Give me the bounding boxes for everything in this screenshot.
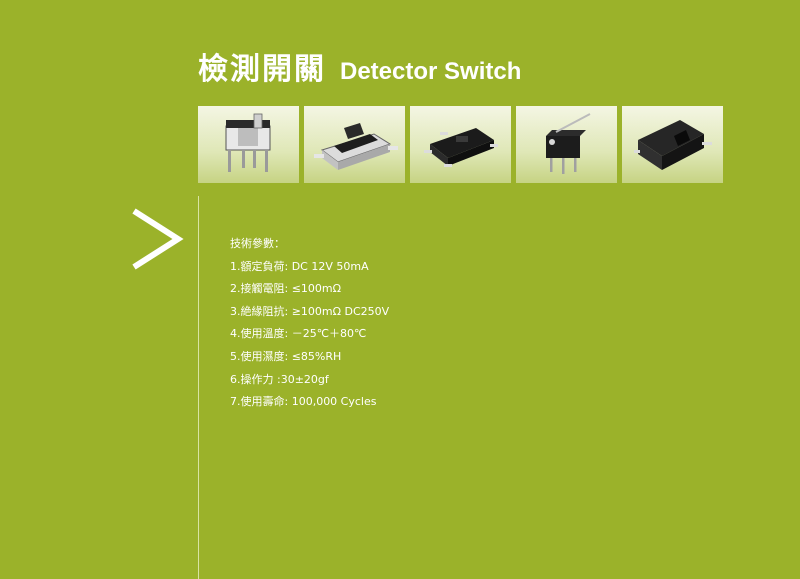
product-image-1 xyxy=(198,106,299,183)
spec-item-contact-resistance: 2.接觸電阻: ≤100mΩ xyxy=(230,282,342,296)
spec-item-operating-temperature: 4.使用溫度: －25℃＋80℃ xyxy=(230,327,367,341)
title-chinese: 檢測開關 xyxy=(198,52,326,87)
page-title: 檢測開關 Detector Switch xyxy=(198,44,521,88)
tactile-detector-switch-icon xyxy=(225,113,271,172)
title-english: Detector Switch xyxy=(340,58,522,85)
product-image-4 xyxy=(516,106,617,183)
spec-item-operating-force: 6.操作力 :30±20gf xyxy=(230,372,329,386)
spec-item-operating-humidity: 5.使用濕度: ≤85%RH xyxy=(230,349,342,363)
product-image-3 xyxy=(410,106,511,183)
spec-heading: 技術參數： xyxy=(230,237,285,250)
smd-slide-detector-switch-icon xyxy=(314,123,398,170)
spec-item-rated-load: 1.額定負荷: DC 12V 50mA xyxy=(230,259,369,273)
spec-list: 技術參數： 1.額定負荷: DC 12V 50mA 2.接觸電阻: ≤100mΩ… xyxy=(230,233,389,414)
spec-item-insulation-resistance: 3.絶緣阻抗: ≥100mΩ DC250V xyxy=(230,304,390,318)
vertical-divider xyxy=(198,196,199,579)
chevron-right-icon xyxy=(132,208,184,270)
black-smd-detector-switch-icon xyxy=(424,128,498,167)
product-image-2 xyxy=(304,106,405,183)
right-angle-detector-switch-icon xyxy=(634,120,712,170)
spec-item-life: 7.使用壽命: 100,000 Cycles xyxy=(230,395,377,409)
lever-detector-switch-icon xyxy=(546,113,591,174)
product-image-5 xyxy=(622,106,723,183)
